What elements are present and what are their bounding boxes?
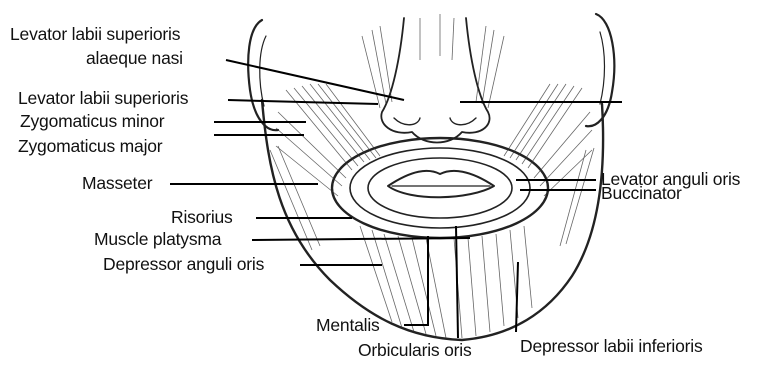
label-levator-labii-alaeque-line2: alaeque nasi [86, 50, 183, 68]
leader-dep-labii [516, 262, 518, 332]
label-levator-labii-superioris: Levator labii superioris [18, 90, 188, 108]
nose [381, 18, 489, 143]
lips [388, 171, 494, 197]
face-outline [262, 100, 603, 340]
label-orbicularis-oris: Orbicularis oris [358, 342, 472, 360]
label-buccinator: Buccinator [601, 185, 682, 203]
leader-levator-alaeque [226, 60, 404, 100]
leader-platysma [252, 238, 470, 240]
right-ear [586, 14, 614, 126]
label-zygomaticus-major: Zygomaticus major [18, 138, 162, 156]
label-levator-labii-alaeque-line1: Levator labii superioris [10, 26, 180, 44]
leader-orbicularis [456, 226, 458, 338]
label-muscle-platysma: Muscle platysma [94, 231, 221, 249]
label-risorius: Risorius [171, 209, 233, 227]
leader-levator-sup [228, 100, 378, 104]
label-depressor-anguli-oris: Depressor anguli oris [103, 256, 264, 274]
leader-lines [170, 60, 622, 338]
label-mentalis: Mentalis [316, 317, 380, 335]
label-depressor-labii-inferioris: Depressor labii inferioris [520, 338, 703, 356]
label-zygomaticus-minor: Zygomaticus minor [20, 113, 164, 131]
label-masseter: Masseter [82, 175, 152, 193]
